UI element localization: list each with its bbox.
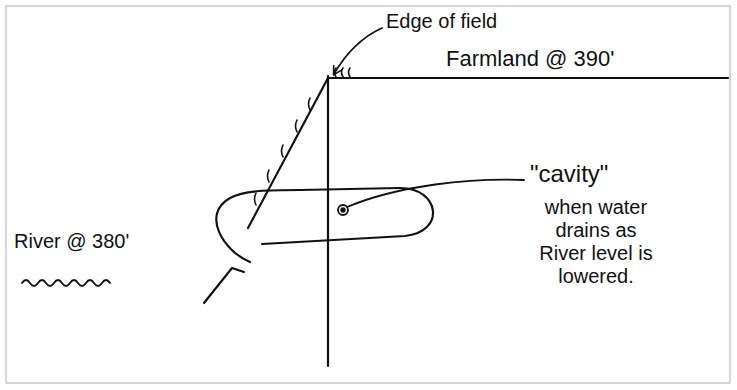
water-squiggle <box>22 280 110 286</box>
river-label: River @ 380' <box>14 230 129 253</box>
grass-ticks <box>255 98 311 205</box>
bank-slope <box>248 78 328 228</box>
cavity-dot <box>341 208 344 211</box>
section-line <box>327 76 329 366</box>
cavity-outline <box>216 188 433 262</box>
leader-line <box>334 28 382 74</box>
river-bank <box>204 268 244 303</box>
note-text: when water drains as River level is lowe… <box>532 196 660 288</box>
frame <box>6 6 730 383</box>
leader-line <box>347 180 524 207</box>
farmland-label: Farmland @ 390' <box>446 46 614 71</box>
edge-label: Edge of field <box>386 10 497 33</box>
cavity-label: "cavity" <box>530 160 608 188</box>
farmland-surface <box>328 77 728 79</box>
